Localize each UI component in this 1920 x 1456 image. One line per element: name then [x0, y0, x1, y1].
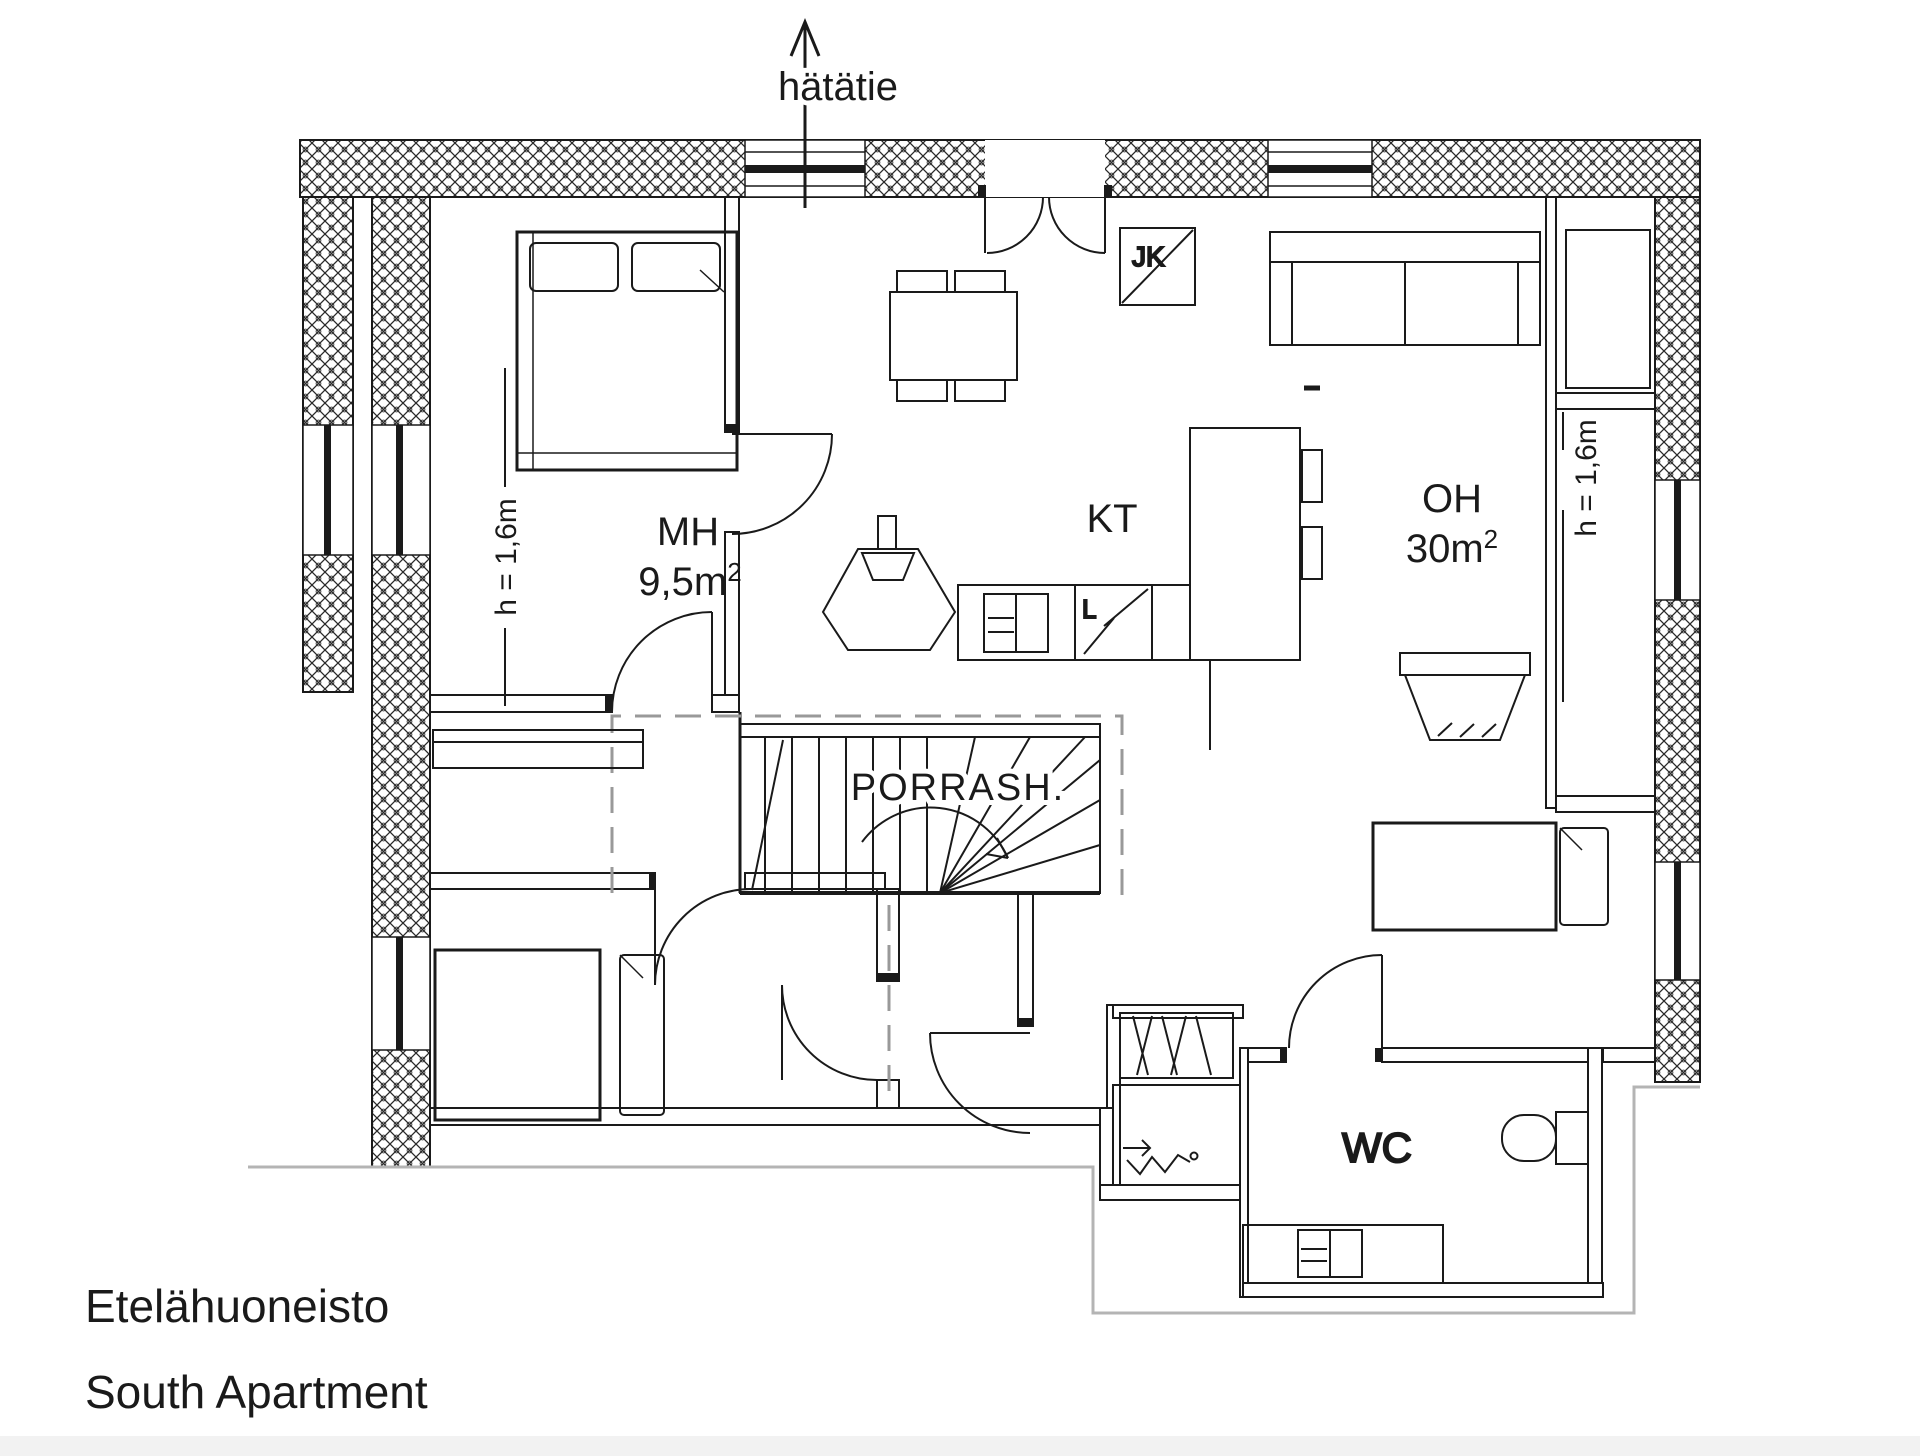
fireplace: [821, 515, 957, 651]
wall-hall-oh-divider: [1017, 892, 1034, 1027]
room-area-oh: 30m2: [1406, 524, 1498, 571]
title-finnish: Etelähuoneisto: [85, 1280, 389, 1332]
wc-label: WC: [1342, 1124, 1412, 1171]
utility-closet: [1112, 1084, 1241, 1186]
double-bed: [515, 230, 739, 472]
window-right-upper: [1654, 479, 1701, 601]
window-top-right: [1267, 139, 1373, 198]
door-hall-oh: [929, 1032, 1031, 1134]
pillow: [1559, 827, 1609, 926]
dining-set: [889, 270, 1018, 402]
wall-closet-top: [1112, 1004, 1244, 1019]
wall-niche-shelf: [1555, 392, 1656, 410]
pillow: [619, 954, 665, 1116]
wall-niche: [1545, 196, 1557, 809]
stove: [983, 593, 1049, 653]
door-wc: [1288, 954, 1383, 1049]
kitchen-counter: L: [957, 584, 1211, 750]
wall-wc-right: [1587, 1047, 1603, 1298]
window-left-lower: [371, 936, 431, 1051]
door-south-room: [654, 888, 752, 986]
fridge-label: JK: [1132, 241, 1165, 272]
sink: L: [1081, 588, 1149, 655]
height-label-right: h = 1,6m: [1570, 419, 1603, 537]
interior-walls: [429, 196, 1656, 1298]
emergency-route-label: hätätie: [778, 65, 898, 109]
wall-niche-bottom: [1555, 795, 1656, 813]
kitchen-label: KT: [1086, 497, 1137, 541]
tv-stand: [1399, 652, 1531, 741]
stair-direction-arrow: [861, 806, 1009, 859]
ceiling-height-right: h = 1,6m: [1562, 412, 1603, 702]
pillow: [529, 242, 619, 292]
wall-mh-bottom: [429, 694, 613, 713]
height-label-left: h = 1,6m: [490, 498, 523, 616]
room-label-oh: OH: [1422, 477, 1482, 521]
title-english: South Apartment: [85, 1366, 428, 1418]
bar-stool: [1301, 449, 1323, 503]
wall-wc-top-right: [1381, 1047, 1604, 1063]
door-mh-bottom: [611, 611, 713, 713]
living-label: OH 30m2: [1406, 477, 1498, 571]
ceiling-height-left: h = 1,6m: [490, 368, 523, 706]
door-corridor: [781, 984, 878, 1081]
emergency-route: hätätie: [773, 18, 903, 208]
niche-shelf: [1565, 229, 1651, 389]
wall-bottom-lower: [1099, 1184, 1244, 1201]
single-bed-living: [1371, 821, 1609, 932]
staircase: PORRASH.: [738, 712, 1101, 895]
wall-oh-bottom-right: [1602, 1047, 1656, 1063]
sink-label: L: [1082, 594, 1096, 624]
winder-treads: [939, 736, 1101, 894]
coat-rack: [1119, 1012, 1234, 1079]
arrow-up-icon: [789, 18, 821, 57]
fridge: JK: [1119, 227, 1196, 306]
bar-stool: [1301, 526, 1323, 580]
wall-mh-bottom-stub: [711, 694, 740, 713]
pillow: [631, 242, 721, 292]
title-block: Etelähuoneisto South Apartment: [85, 1280, 428, 1418]
dining-table: [889, 291, 1018, 381]
stairs-label: PORRASH.: [851, 767, 1065, 809]
toilet: [1501, 1111, 1589, 1165]
page-edge: [0, 1436, 1920, 1456]
kitchen-island: [1189, 427, 1323, 661]
wall-wc-bottom: [1242, 1282, 1604, 1298]
entrance-double-door: [978, 140, 1112, 254]
room-area-mh: 9,5m2: [638, 557, 741, 604]
wc-sink-counter: [1242, 1224, 1444, 1284]
wall-bottom-main: [429, 1107, 1106, 1126]
wall-southroom-top: [429, 872, 656, 890]
window-left-upper: [302, 424, 431, 556]
door-mh-side: [731, 433, 833, 535]
sofa: [1269, 231, 1541, 346]
wall-wc-top-left: [1242, 1047, 1287, 1063]
wall-southroom-top-right: [744, 872, 886, 890]
window-right-lower: [1654, 861, 1701, 981]
doors: [611, 433, 1383, 1134]
bedroom-label: MH 9,5m2: [638, 510, 741, 604]
floor-opening-dashed: [610, 714, 1124, 1105]
single-bed-south: [433, 948, 665, 1122]
ground-line: [248, 1085, 1700, 1315]
room-label-mh: MH: [657, 510, 719, 554]
wc-room: WC: [1242, 1111, 1589, 1284]
hall-wardrobe: [432, 729, 644, 769]
